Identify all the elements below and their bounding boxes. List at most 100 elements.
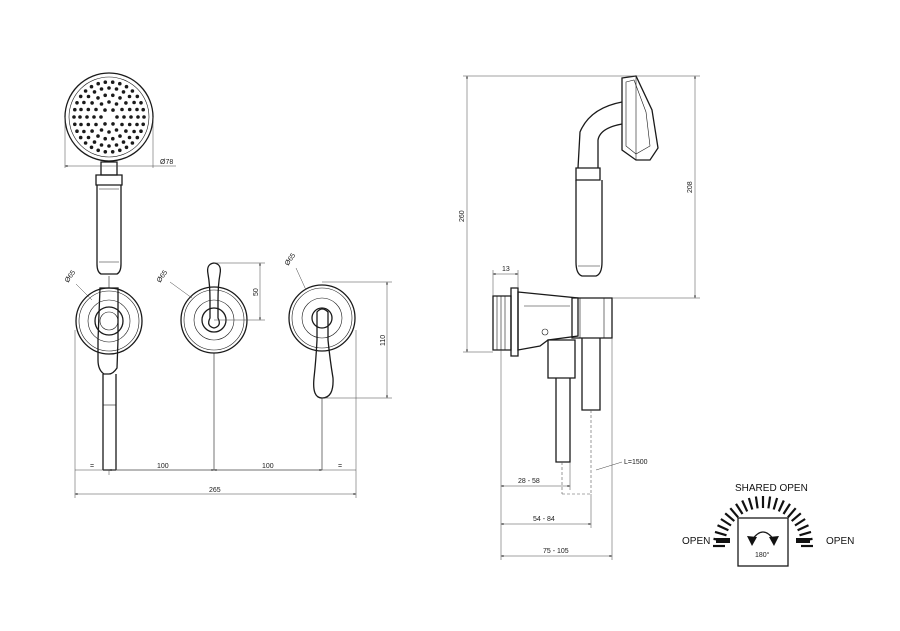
nozzle-dot xyxy=(99,143,104,147)
side-handshower-neck xyxy=(577,101,623,169)
side-wall-outlet xyxy=(492,287,613,357)
nozzle-dot xyxy=(96,148,100,153)
nozzle-dot xyxy=(75,101,79,105)
nozzle-dot xyxy=(90,101,94,105)
legend-arc-tick xyxy=(772,497,779,510)
nozzle-dot xyxy=(110,80,115,84)
legend-arc-tick xyxy=(790,512,802,522)
legend-arc-tick xyxy=(747,497,754,510)
nozzle-dot xyxy=(86,135,91,140)
nozzle-dot xyxy=(135,94,140,99)
nozzle-dot xyxy=(107,130,111,134)
nozzle-dot xyxy=(86,122,91,127)
dim-horizontal: = 100 100 = 265 xyxy=(74,330,357,498)
nozzle-dot xyxy=(130,141,135,145)
nozzle-dot xyxy=(141,122,145,127)
nozzle-dot xyxy=(103,122,107,126)
nozzle-dot xyxy=(89,84,94,89)
nozzle-dot xyxy=(78,135,83,140)
legend-arc-tick xyxy=(794,518,806,527)
nozzle-dot xyxy=(120,122,124,127)
nozzle-dot xyxy=(92,115,96,119)
nozzle-dot xyxy=(86,94,91,99)
dim-handshower-diameter: Ø78 xyxy=(64,117,176,168)
nozzle-dot xyxy=(99,128,104,132)
nozzle-dot xyxy=(92,140,97,144)
nozzle-dot xyxy=(127,94,132,99)
legend-arc-tick xyxy=(797,524,809,532)
legend-shared-open: SHARED OPEN xyxy=(735,483,808,494)
nozzle-dot xyxy=(111,108,115,112)
nozzle-dot xyxy=(94,122,98,127)
handshower-handle xyxy=(95,161,123,275)
diverter-legend: SHARED OPEN OPEN OPEN 180° xyxy=(682,483,854,567)
nozzle-dot xyxy=(132,129,136,134)
dim-label-escutcheon-right: Ø65 xyxy=(284,252,297,267)
nozzle-dot xyxy=(136,115,140,119)
legend-open-right: OPEN xyxy=(826,536,854,547)
dim-label-overall-height: 110 xyxy=(380,335,387,346)
nozzle-dot xyxy=(114,143,119,147)
nozzle-dot xyxy=(103,108,107,112)
nozzle-dot xyxy=(120,107,124,112)
handshower-head xyxy=(64,72,154,162)
escutcheon-right: 110 Ø65 xyxy=(284,252,392,470)
nozzle-dot xyxy=(132,100,136,105)
nozzle-dot xyxy=(90,129,94,133)
nozzle-dot xyxy=(111,93,115,98)
nozzle-dot xyxy=(139,129,143,133)
nozzle-dot xyxy=(115,115,119,119)
nozzle-dot xyxy=(124,129,128,133)
dim-label-total-height: 260 xyxy=(459,210,466,222)
edge-mark-left: = xyxy=(90,463,94,470)
legend-arc-tick xyxy=(767,496,772,509)
edge-mark-right: = xyxy=(338,463,342,470)
nozzle-dot xyxy=(94,107,98,112)
nozzle-dot xyxy=(75,129,79,133)
nozzle-dot xyxy=(118,81,122,86)
legend-arc-tick xyxy=(735,503,744,515)
nozzle-dot xyxy=(129,115,133,119)
legend-arc-tick xyxy=(782,503,791,515)
escutcheon-center: 50 Ø65 xyxy=(156,262,265,470)
dim-label-range-3: 75 - 105 xyxy=(543,548,569,555)
legend-rotation: 180° xyxy=(755,551,770,559)
dim-label-spacing-left: 100 xyxy=(157,463,169,470)
nozzle-dot xyxy=(139,101,143,105)
legend-arc-tick xyxy=(724,512,736,522)
nozzle-dot xyxy=(99,102,104,106)
nozzle-dot xyxy=(79,122,83,127)
nozzle-dot xyxy=(73,107,77,112)
front-view: Ø78 Ø65 5 xyxy=(64,72,392,498)
nozzle-dot xyxy=(107,144,111,148)
escutcheon-left: Ø65 xyxy=(64,269,143,471)
dim-label-lever-height: 50 xyxy=(253,288,260,296)
legend-open-left: OPEN xyxy=(682,536,710,547)
side-handshower-head xyxy=(621,75,659,161)
legend-arc-tick xyxy=(787,507,797,519)
nozzle-dot xyxy=(124,101,128,105)
nozzle-dot xyxy=(82,100,86,105)
legend-rotation-box xyxy=(737,517,789,567)
nozzle-dot xyxy=(124,84,129,89)
dim-label-escutcheon-center: Ø65 xyxy=(156,269,169,284)
nozzle-dot xyxy=(127,122,132,127)
nozzle-dot xyxy=(83,89,88,93)
nozzle-dot xyxy=(92,90,97,94)
nozzle-pattern xyxy=(72,80,146,154)
nozzle-dot xyxy=(103,93,107,98)
dim-label-escutcheon-left: Ø65 xyxy=(64,269,77,284)
nozzle-dot xyxy=(78,94,83,99)
nozzle-dot xyxy=(127,107,132,112)
legend-marker-left xyxy=(716,538,730,543)
nozzle-dot xyxy=(118,134,122,138)
nozzle-dot xyxy=(111,122,115,126)
nozzle-dot xyxy=(85,115,89,119)
nozzle-dot xyxy=(107,86,111,90)
side-handshower-handle xyxy=(575,167,603,277)
dim-label-range-1: 28 - 58 xyxy=(518,478,540,485)
side-dim-flange: 13 xyxy=(492,266,519,296)
nozzle-dot xyxy=(96,96,100,100)
dim-label-flange-depth: 13 xyxy=(502,266,510,273)
nozzle-dot xyxy=(127,135,132,140)
